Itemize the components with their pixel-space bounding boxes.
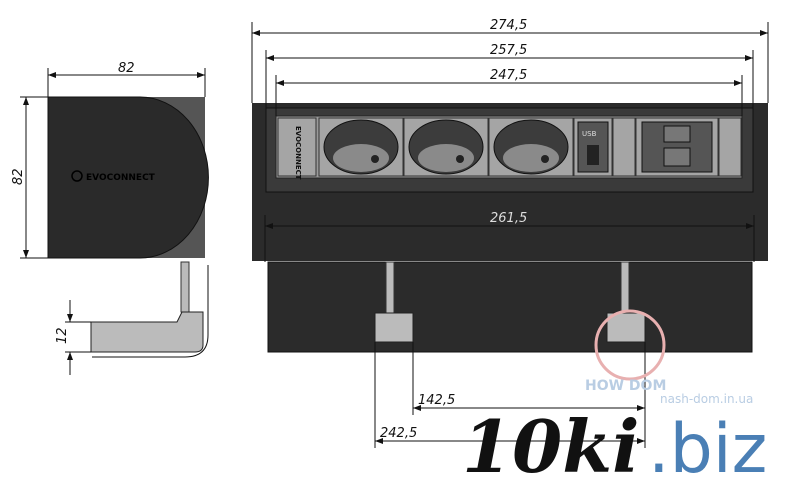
clamp-outer-label: 242,5 — [380, 426, 417, 441]
watermark-secondary-url: nash-dom.in.ua — [660, 392, 753, 406]
watermark-main: 10ki — [462, 404, 639, 480]
side-view: EVOCONNECT 82 82 12 — [11, 61, 209, 375]
network-module — [635, 117, 719, 177]
side-bolt — [180, 261, 190, 313]
frame-width-label: 257,5 — [490, 43, 527, 58]
side-clamp-label: 12 — [55, 327, 70, 344]
bolt-left — [385, 261, 395, 315]
front-logo: EVOCONNECT — [294, 126, 302, 180]
watermark-tld: .biz — [648, 410, 767, 480]
watermark-secondary: HOW DOM nash-dom.in.ua — [585, 309, 753, 406]
socket-2 — [403, 117, 489, 177]
clamp-right — [606, 312, 646, 343]
clamp-left — [374, 312, 414, 343]
clamp-inner-label: 142,5 — [418, 393, 455, 408]
insert-width-label: 247,5 — [490, 68, 527, 83]
socket-3 — [488, 117, 574, 177]
front-view: EVOCONNECT USB — [251, 18, 769, 448]
outer-width-label: 274,5 — [490, 18, 527, 33]
logo-module — [277, 117, 317, 177]
cutout-width-label: 261,5 — [490, 211, 527, 226]
bolt-right — [620, 261, 630, 315]
side-lid — [47, 96, 209, 259]
watermark-secondary-title: HOW DOM — [585, 378, 666, 394]
usb-label: USB — [582, 130, 597, 138]
logo-mark-icon — [71, 170, 83, 182]
socket-1 — [318, 117, 404, 177]
side-clamp — [90, 311, 204, 353]
side-height-label: 82 — [11, 168, 26, 185]
usb-module: USB — [573, 117, 613, 177]
side-logo: EVOCONNECT — [86, 173, 156, 183]
lower-box — [267, 261, 753, 353]
side-width-label: 82 — [118, 61, 135, 76]
